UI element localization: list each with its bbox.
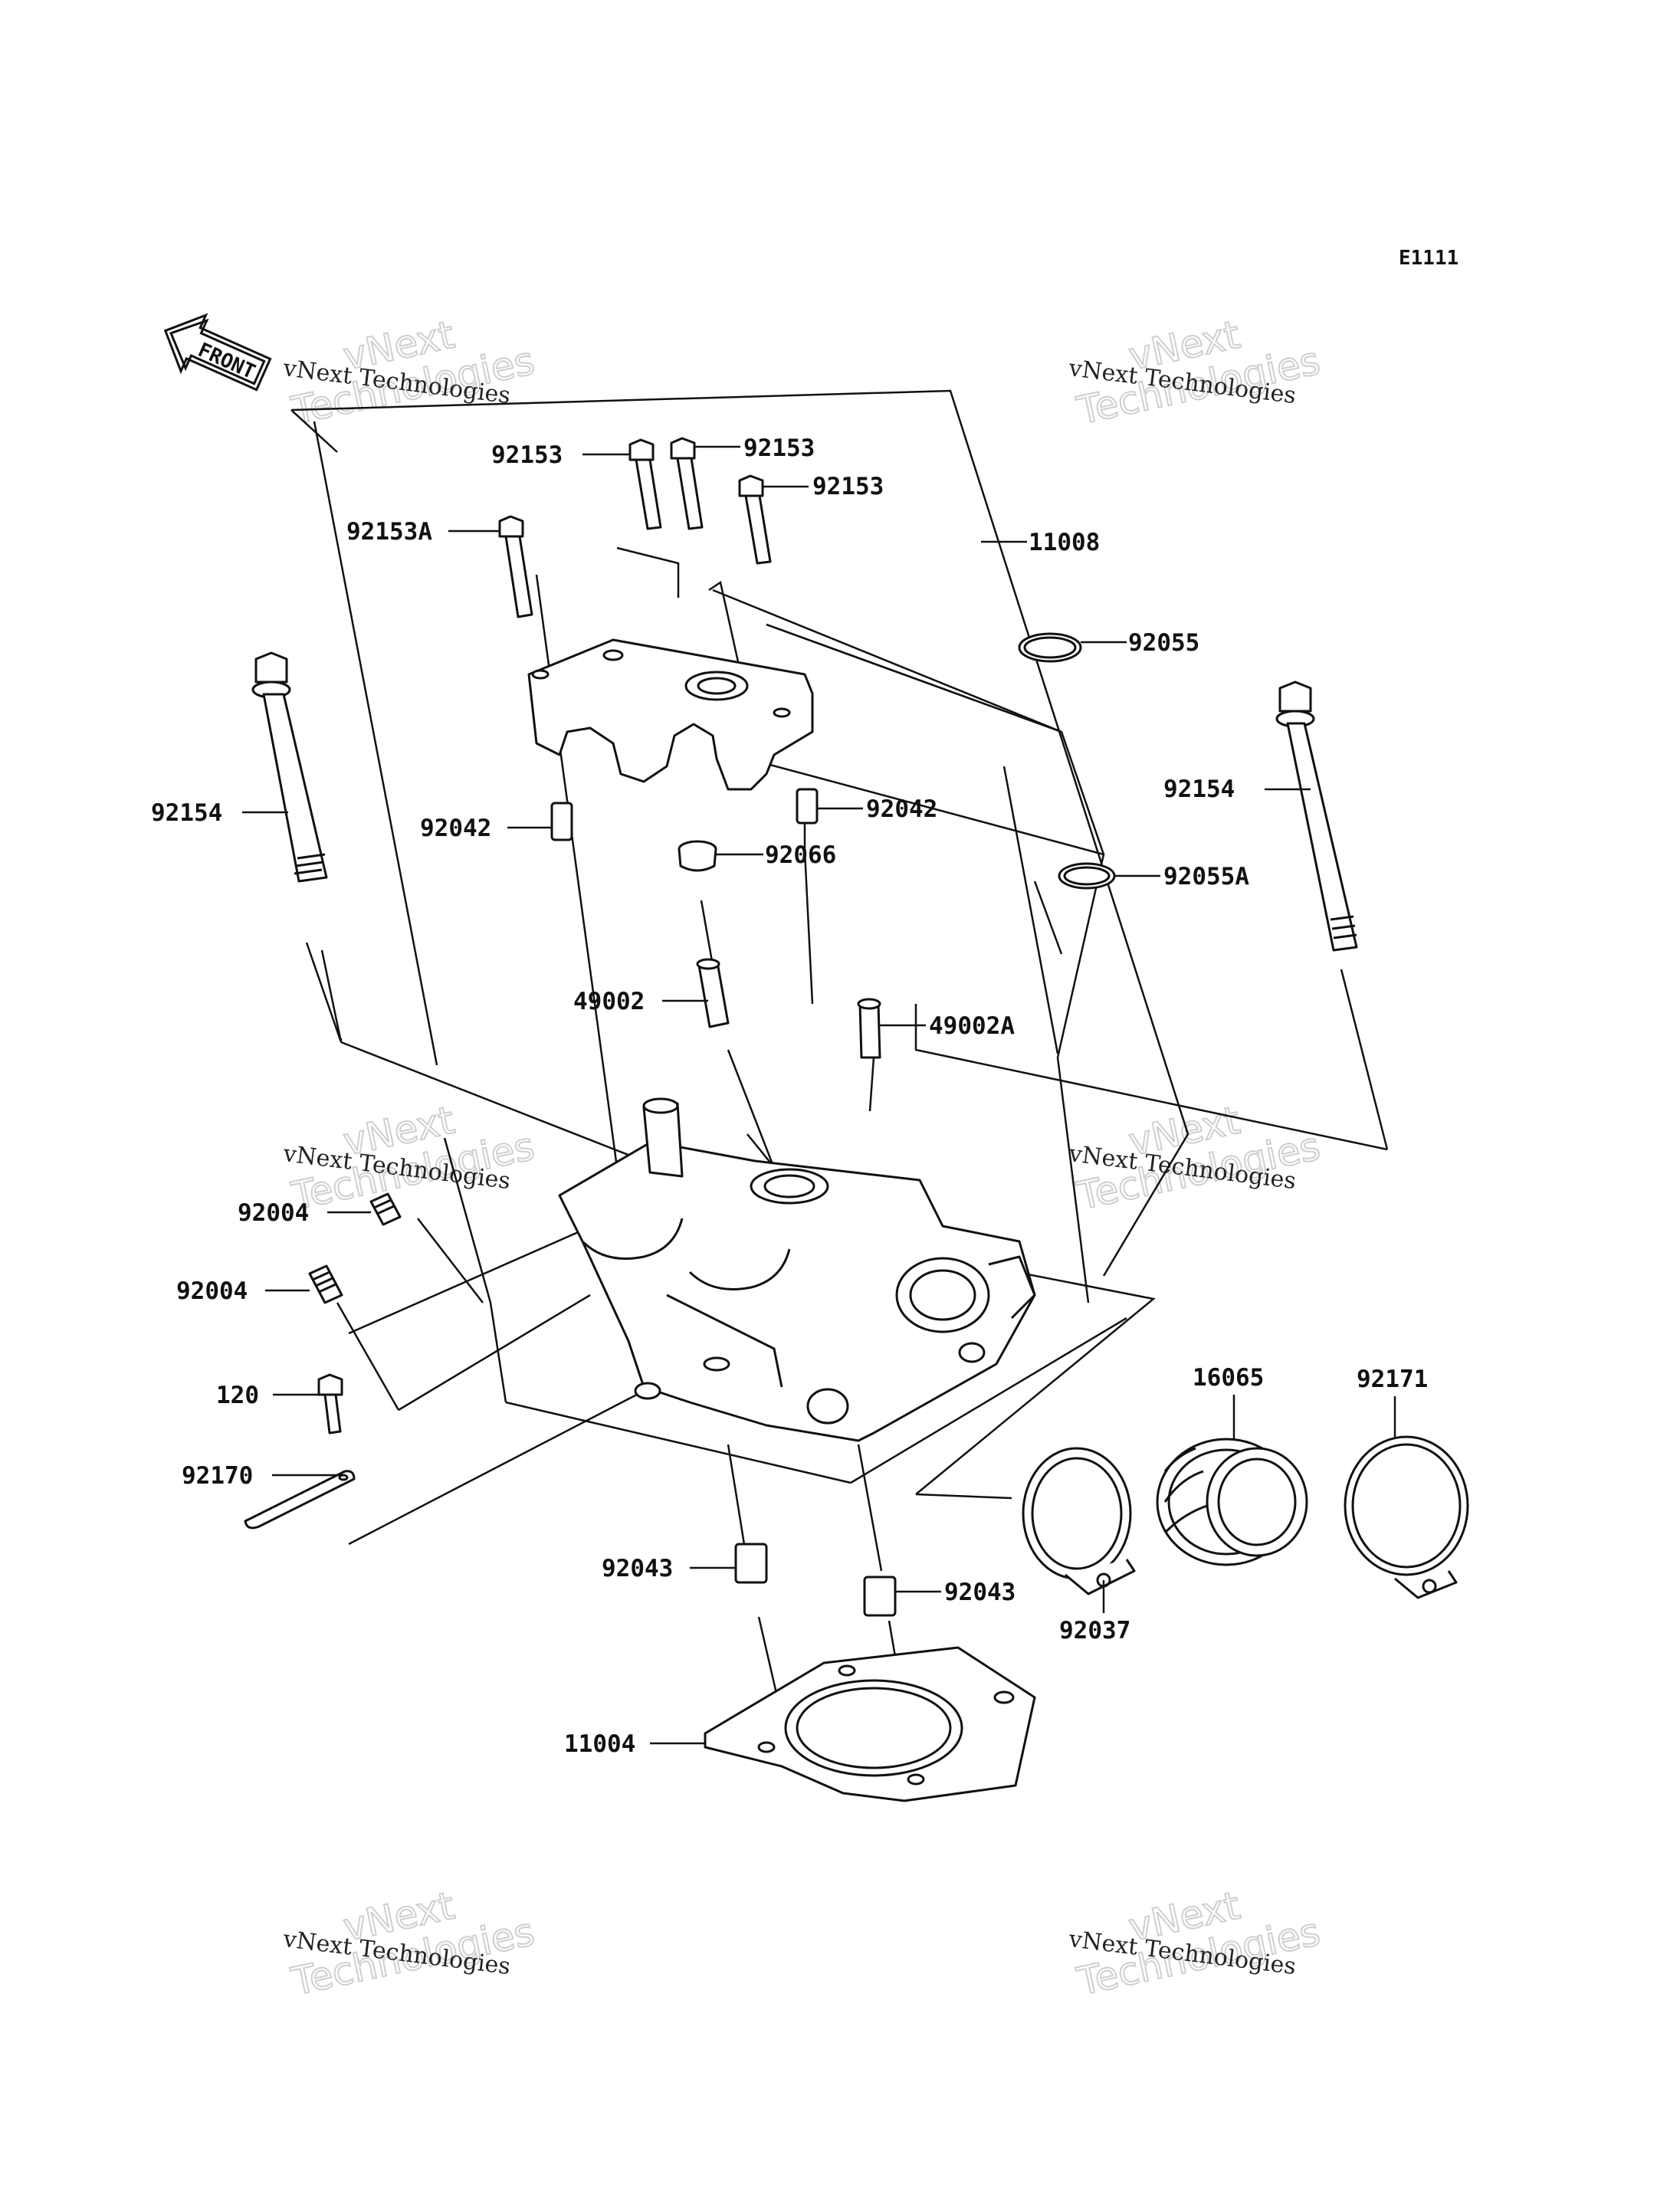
diagram-code: E1111 <box>1399 247 1459 270</box>
part-label: 92043 <box>602 1555 673 1582</box>
plug-92066 <box>678 840 717 872</box>
watermark: Technologies vNext vNext Technologies <box>281 1097 539 1220</box>
head-bolt-right <box>1275 680 1358 952</box>
part-label: 92066 <box>765 841 836 869</box>
part-label: 92153 <box>491 441 563 469</box>
part-label: 92043 <box>944 1579 1016 1606</box>
part-label: 92153A <box>346 518 432 546</box>
stud-92004-upper <box>369 1192 402 1226</box>
cylinder-head <box>558 1097 1036 1442</box>
camshaft-cap <box>527 638 814 791</box>
valve-guide-49002 <box>696 958 730 1028</box>
part-label: 92055 <box>1128 629 1199 657</box>
part-label: 92042 <box>420 815 491 842</box>
part-label: 92170 <box>182 1462 253 1490</box>
part-label: 92055A <box>1163 863 1249 890</box>
part-label: 92171 <box>1357 1366 1428 1393</box>
valve-guide-49002A <box>857 998 881 1059</box>
part-label: 92004 <box>176 1277 248 1305</box>
watermark: Technologies vNext vNext Technologies <box>281 1883 539 2005</box>
o-ring-92055A <box>1058 862 1116 890</box>
watermark: Technologies vNext vNext Technologies <box>1067 1883 1324 2005</box>
bolt-92153-a <box>628 438 662 530</box>
insulator-16065 <box>1156 1438 1308 1566</box>
part-label: 92153 <box>812 473 884 500</box>
part-labels: 92153 92153 92153 92153A 11008 92055 921… <box>151 434 1428 1758</box>
part-label: 92042 <box>866 795 937 823</box>
dowel-92043-left <box>734 1543 768 1584</box>
plate-92170 <box>244 1470 356 1530</box>
front-arrow-icon: FRONT <box>163 313 272 392</box>
leader-lines <box>242 445 1396 1745</box>
bolt-92153-c <box>738 474 772 565</box>
o-ring-92055 <box>1018 632 1082 663</box>
part-label: 92154 <box>1163 776 1235 803</box>
dowel-92043-right <box>863 1576 897 1617</box>
part-label: 11008 <box>1029 529 1100 556</box>
bolt-120 <box>317 1373 343 1435</box>
part-label: 49002A <box>929 1012 1015 1040</box>
part-label: 92004 <box>238 1199 309 1227</box>
part-label: 16065 <box>1193 1364 1264 1392</box>
head-bolt-left <box>251 651 328 883</box>
stud-92004-lower <box>308 1264 343 1304</box>
part-label: 92153 <box>743 434 815 462</box>
head-gasket-11004 <box>704 1646 1036 1802</box>
bolt-92153A <box>498 515 533 618</box>
part-label: 11004 <box>564 1730 635 1758</box>
watermark: Technologies vNext vNext Technologies <box>1067 312 1324 434</box>
part-label: 92154 <box>151 799 222 827</box>
watermark: Technologies vNext vNext Technologies <box>1067 1097 1324 1220</box>
part-label: 49002 <box>573 988 645 1015</box>
dowel-92042-right <box>796 788 819 825</box>
bolt-92153-b <box>670 437 704 530</box>
watermark: Technologies vNext vNext Technologies <box>281 312 539 434</box>
part-label: 92037 <box>1059 1617 1130 1644</box>
clamp-92171 <box>1344 1435 1469 1599</box>
part-label: 120 <box>216 1382 259 1409</box>
clamp-92037 <box>1022 1447 1136 1595</box>
dowel-92042-left <box>550 802 573 841</box>
